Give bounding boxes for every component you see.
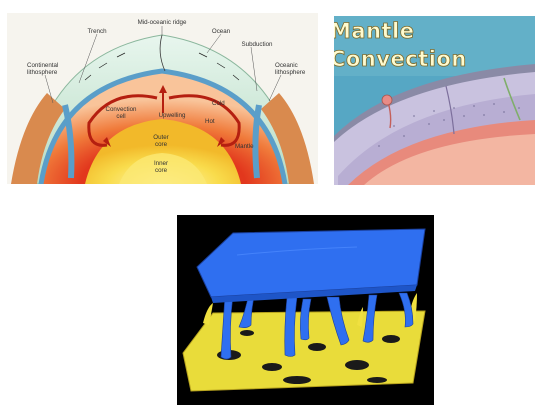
label-outer-core-line2: core xyxy=(155,141,168,148)
label-hot: Hot xyxy=(205,118,215,125)
label-trench: Trench xyxy=(87,28,107,35)
title-convection: Convection xyxy=(334,47,467,71)
label-continental-lithosphere-line1: Continental xyxy=(27,62,58,69)
simulation-illustration xyxy=(177,215,434,405)
label-mantle: Mantle xyxy=(235,143,254,150)
convection-simulation-render xyxy=(177,215,434,405)
mantle-convection-illustration: Mantle Convection xyxy=(334,16,535,185)
label-convection-cell-line2: cell xyxy=(116,113,125,120)
label-convection-cell-line1: Convection xyxy=(106,106,138,113)
label-mid-oceanic-ridge: Mid-oceanic ridge xyxy=(138,19,187,26)
label-ocean: Ocean xyxy=(212,28,231,35)
label-oceanic-lithosphere-line2: lithosphere xyxy=(275,69,306,76)
cross-section-illustration: Trench Mid-oceanic ridge Ocean Subductio… xyxy=(7,13,318,184)
label-inner-core-line1: Inner xyxy=(154,160,168,167)
title-mantle: Mantle xyxy=(334,19,415,43)
label-continental-lithosphere-line2: lithosphere xyxy=(27,69,58,76)
label-oceanic-lithosphere-line1: Oceanic xyxy=(275,62,298,69)
label-subduction: Subduction xyxy=(242,41,274,48)
label-upwelling: Upwelling xyxy=(159,112,186,119)
label-cold: Cold xyxy=(212,100,225,107)
earth-cross-section-diagram: Trench Mid-oceanic ridge Ocean Subductio… xyxy=(7,13,318,184)
mantle-convection-sketch: Mantle Convection xyxy=(334,16,535,185)
label-inner-core-line2: core xyxy=(155,167,168,174)
label-outer-core-line1: Outer xyxy=(153,134,168,141)
